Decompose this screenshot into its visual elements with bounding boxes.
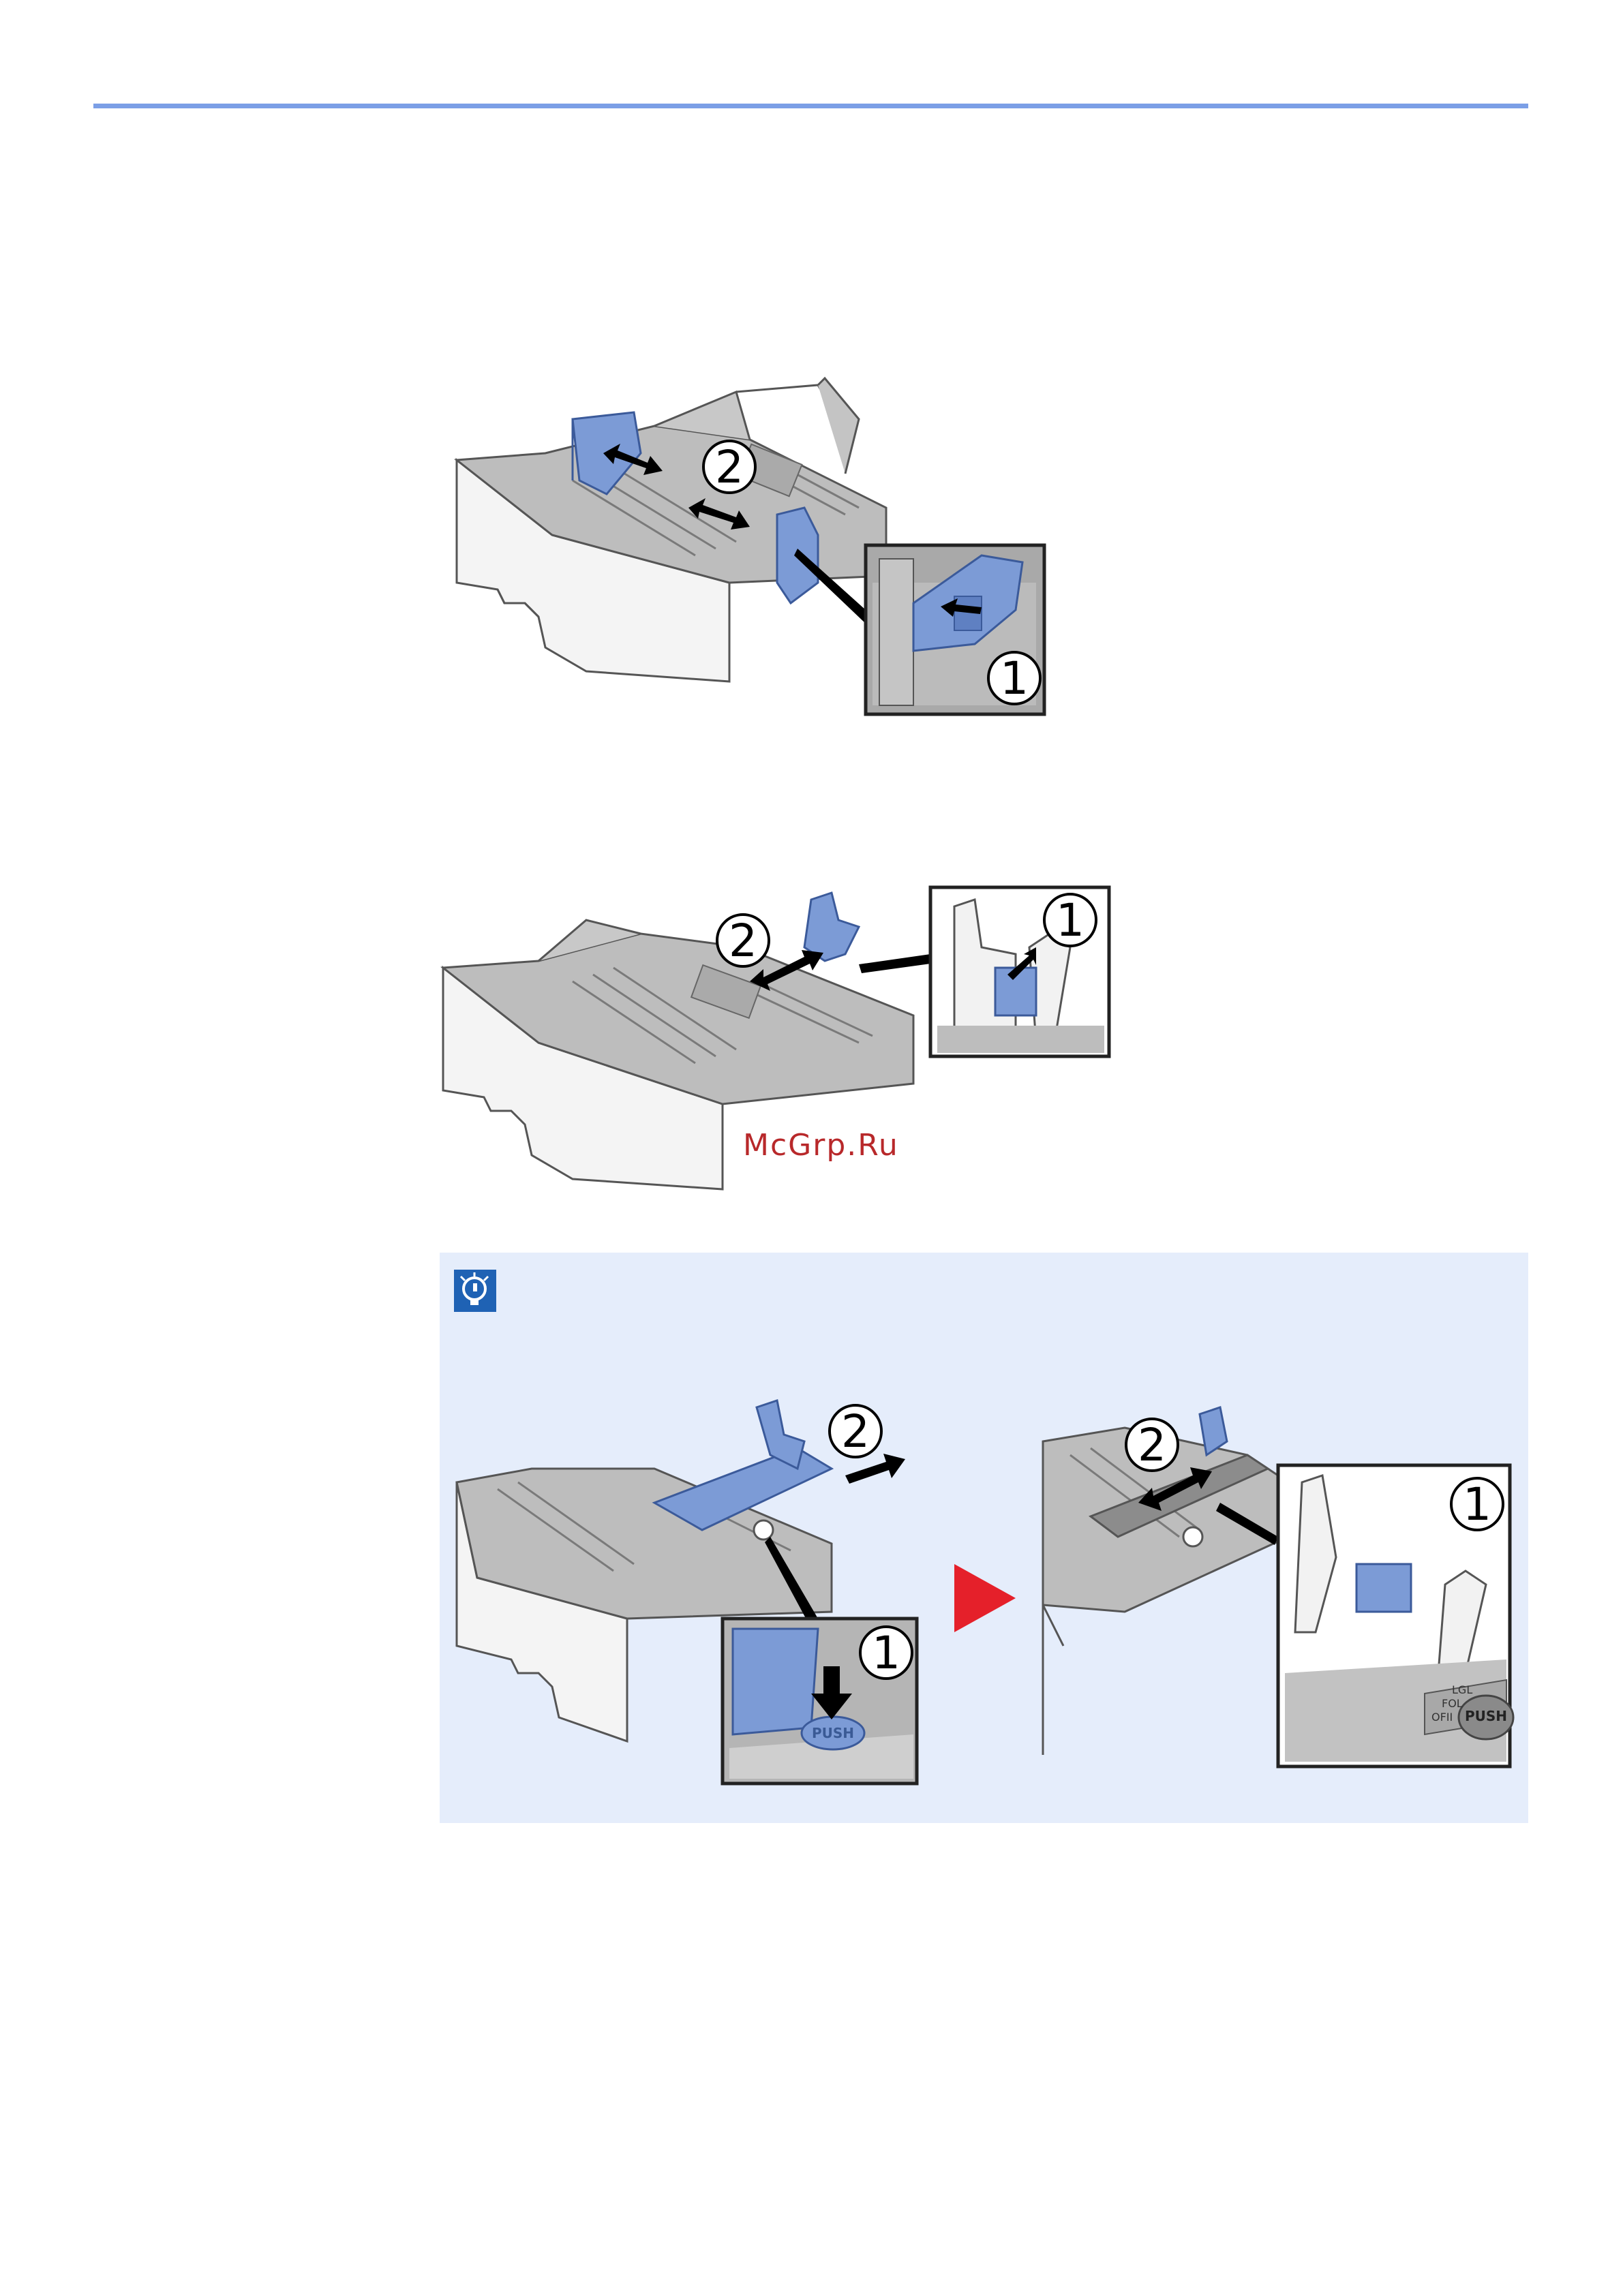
- step-2-marker: 2: [703, 441, 755, 493]
- length-guide-illustration: 2 1: [436, 879, 1118, 1227]
- step-2-marker: 2: [830, 1405, 881, 1458]
- hint-bulb-icon: [454, 1270, 496, 1312]
- svg-text:OFII: OFII: [1431, 1711, 1453, 1724]
- play-arrow-icon: [954, 1564, 1016, 1632]
- svg-text:LGL: LGL: [1452, 1683, 1472, 1696]
- svg-text:PUSH: PUSH: [1465, 1708, 1507, 1724]
- note-before-illustration: 2 PUSH 1: [450, 1394, 941, 1789]
- size-mark-inset: PUSH LGL FOL OFII 1: [1278, 1465, 1513, 1766]
- svg-text:PUSH: PUSH: [812, 1725, 854, 1741]
- width-guide-illustration: 2 1: [436, 378, 1050, 733]
- length-guide-inset: 1: [930, 887, 1109, 1056]
- svg-text:2: 2: [715, 441, 744, 493]
- step-2-marker: 2: [1126, 1419, 1178, 1471]
- svg-text:FOL: FOL: [1442, 1697, 1463, 1710]
- step-2-marker: 2: [717, 915, 769, 967]
- svg-text:2: 2: [841, 1405, 870, 1458]
- svg-text:1: 1: [1056, 894, 1084, 947]
- width-guide-inset: 1: [866, 545, 1044, 714]
- push-button-inset: PUSH 1: [723, 1619, 917, 1784]
- note-after-illustration: 2 PUSH LGL FOL OFII 1: [1043, 1400, 1520, 1782]
- svg-text:1: 1: [1000, 652, 1029, 705]
- watermark: McGrp.Ru: [743, 1128, 899, 1163]
- svg-text:2: 2: [729, 915, 757, 967]
- header-rule: [93, 104, 1528, 108]
- svg-text:1: 1: [872, 1627, 900, 1679]
- svg-text:1: 1: [1463, 1478, 1491, 1531]
- svg-text:2: 2: [1138, 1419, 1166, 1471]
